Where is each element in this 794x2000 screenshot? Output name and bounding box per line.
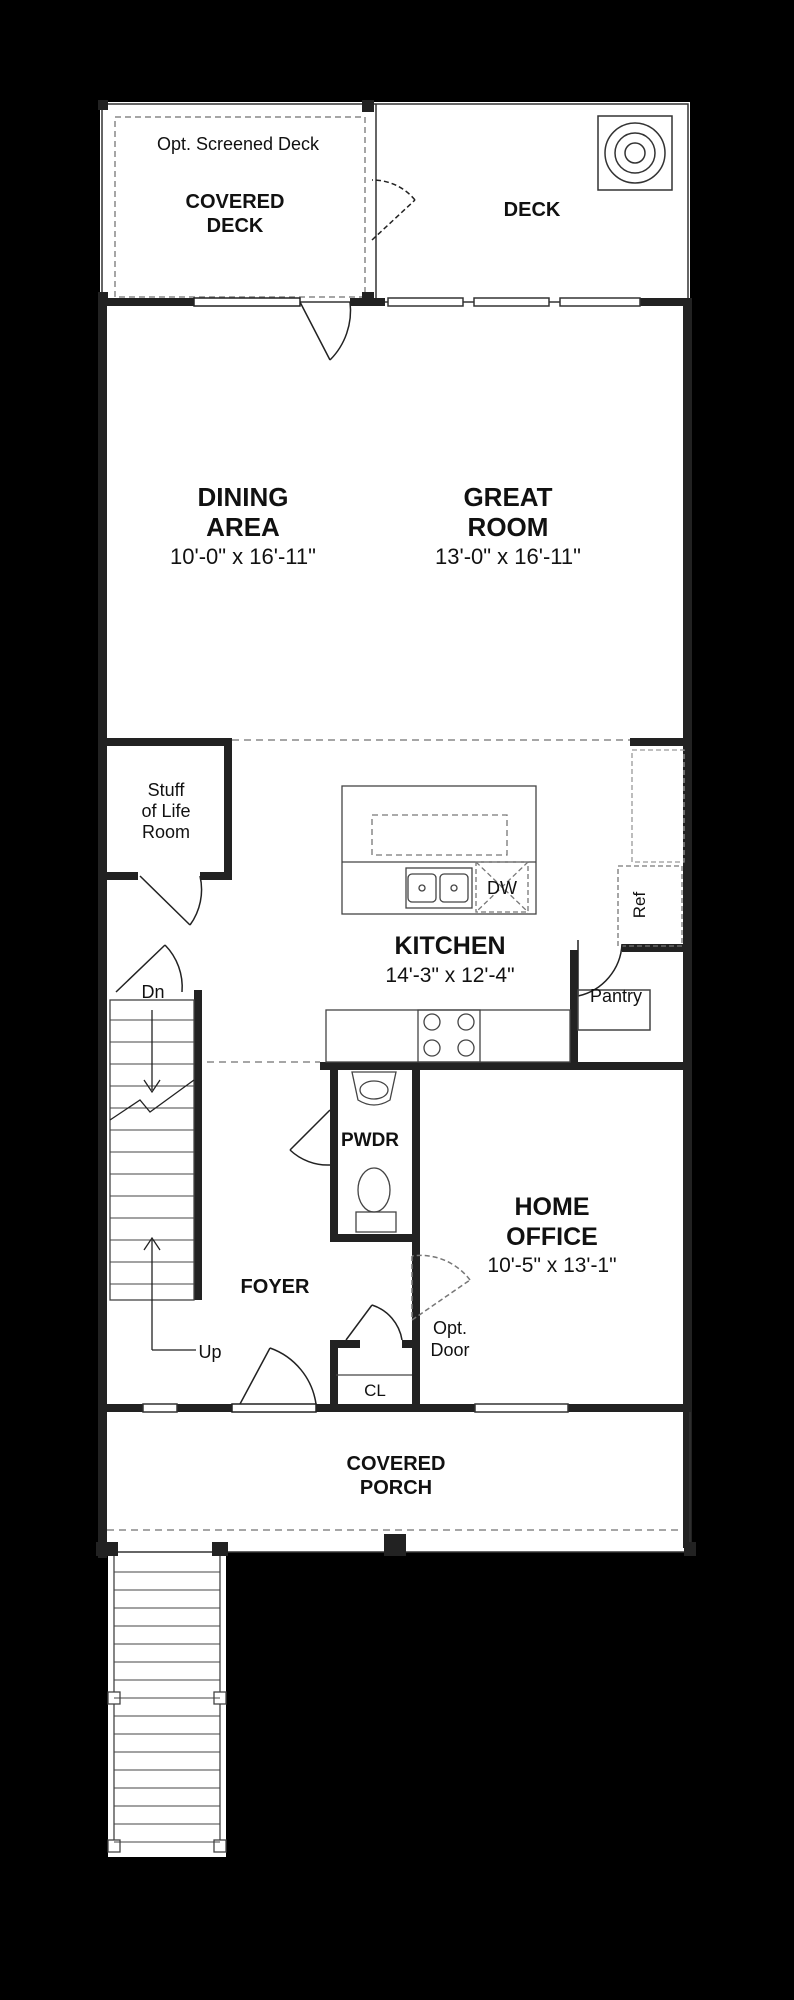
- office-optional-door: [411, 1254, 471, 1321]
- stuff-of-life-label-3: Room: [142, 822, 190, 842]
- home-office-label-2: OFFICE: [506, 1223, 598, 1251]
- covered-porch-label-2: PORCH: [360, 1477, 432, 1499]
- deck-posts: [98, 100, 374, 302]
- closet-label: CL: [364, 1381, 386, 1400]
- interior-walls: [100, 738, 690, 1408]
- kitchen-island: [341, 785, 537, 915]
- dashed-lines: [107, 739, 683, 1531]
- pantry-door: [577, 940, 651, 1031]
- stair-arrows: [109, 1010, 196, 1351]
- refrigerator-label: Ref: [630, 892, 649, 919]
- dining-label-1: DINING: [198, 482, 289, 512]
- covered-deck-label-1: COVERED: [186, 191, 285, 213]
- stair-door: [115, 944, 183, 993]
- front-stairs: [107, 1556, 227, 1853]
- dining-label-2: AREA: [206, 512, 280, 542]
- stuff-of-life-door: [139, 875, 203, 926]
- dining-dims: 10'-0" x 16'-11": [170, 544, 316, 569]
- dishwasher-label: DW: [487, 878, 517, 898]
- closet-door: [345, 1304, 403, 1341]
- opt-door-label-2: Door: [430, 1340, 469, 1360]
- great-room-label-2: ROOM: [468, 512, 549, 542]
- front-stair-treads: [114, 1571, 220, 1843]
- front-door: [231, 1347, 317, 1413]
- stuff-of-life-label-2: of Life: [141, 801, 190, 821]
- porch-posts: [96, 1534, 696, 1556]
- deck-screen-door: [371, 179, 416, 241]
- powder-room: [351, 1071, 397, 1233]
- great-room-dims: 13'-0" x 16'-11": [435, 544, 581, 569]
- floor-area: [100, 102, 690, 1857]
- powder-room-label: PWDR: [341, 1130, 399, 1151]
- stair-up-label: Up: [198, 1342, 221, 1362]
- rear-door: [193, 297, 352, 361]
- stuff-of-life-label-1: Stuff: [148, 780, 186, 800]
- opt-door-label-1: Opt.: [433, 1318, 467, 1338]
- pantry-label: Pantry: [590, 986, 642, 1006]
- labels: Opt. Screened Deck COVERED DECK DECK DIN…: [141, 134, 649, 1499]
- kitchen-label: KITCHEN: [394, 932, 505, 960]
- screened-deck-outline: [114, 116, 366, 298]
- home-office-dims: 10'-5" x 13'-1": [487, 1254, 616, 1277]
- powder-room-door: [289, 1109, 331, 1166]
- covered-porch-label-1: COVERED: [347, 1453, 446, 1475]
- refrigerator: [617, 749, 685, 947]
- front-windows: [142, 1403, 569, 1413]
- home-office-label-1: HOME: [515, 1193, 590, 1221]
- opt-screened-deck-label: Opt. Screened Deck: [157, 134, 320, 154]
- hot-tub-icon: [597, 115, 673, 191]
- great-room-label-1: GREAT: [463, 482, 552, 512]
- foyer-label: FOYER: [241, 1276, 310, 1298]
- rear-windows: [387, 297, 641, 307]
- deck-label: DECK: [504, 199, 561, 221]
- kitchen-dims: 14'-3" x 12'-4": [385, 964, 514, 987]
- kitchen-counter: [325, 1009, 571, 1063]
- covered-deck-label-2: DECK: [207, 215, 264, 237]
- stair-down-label: Dn: [141, 982, 164, 1002]
